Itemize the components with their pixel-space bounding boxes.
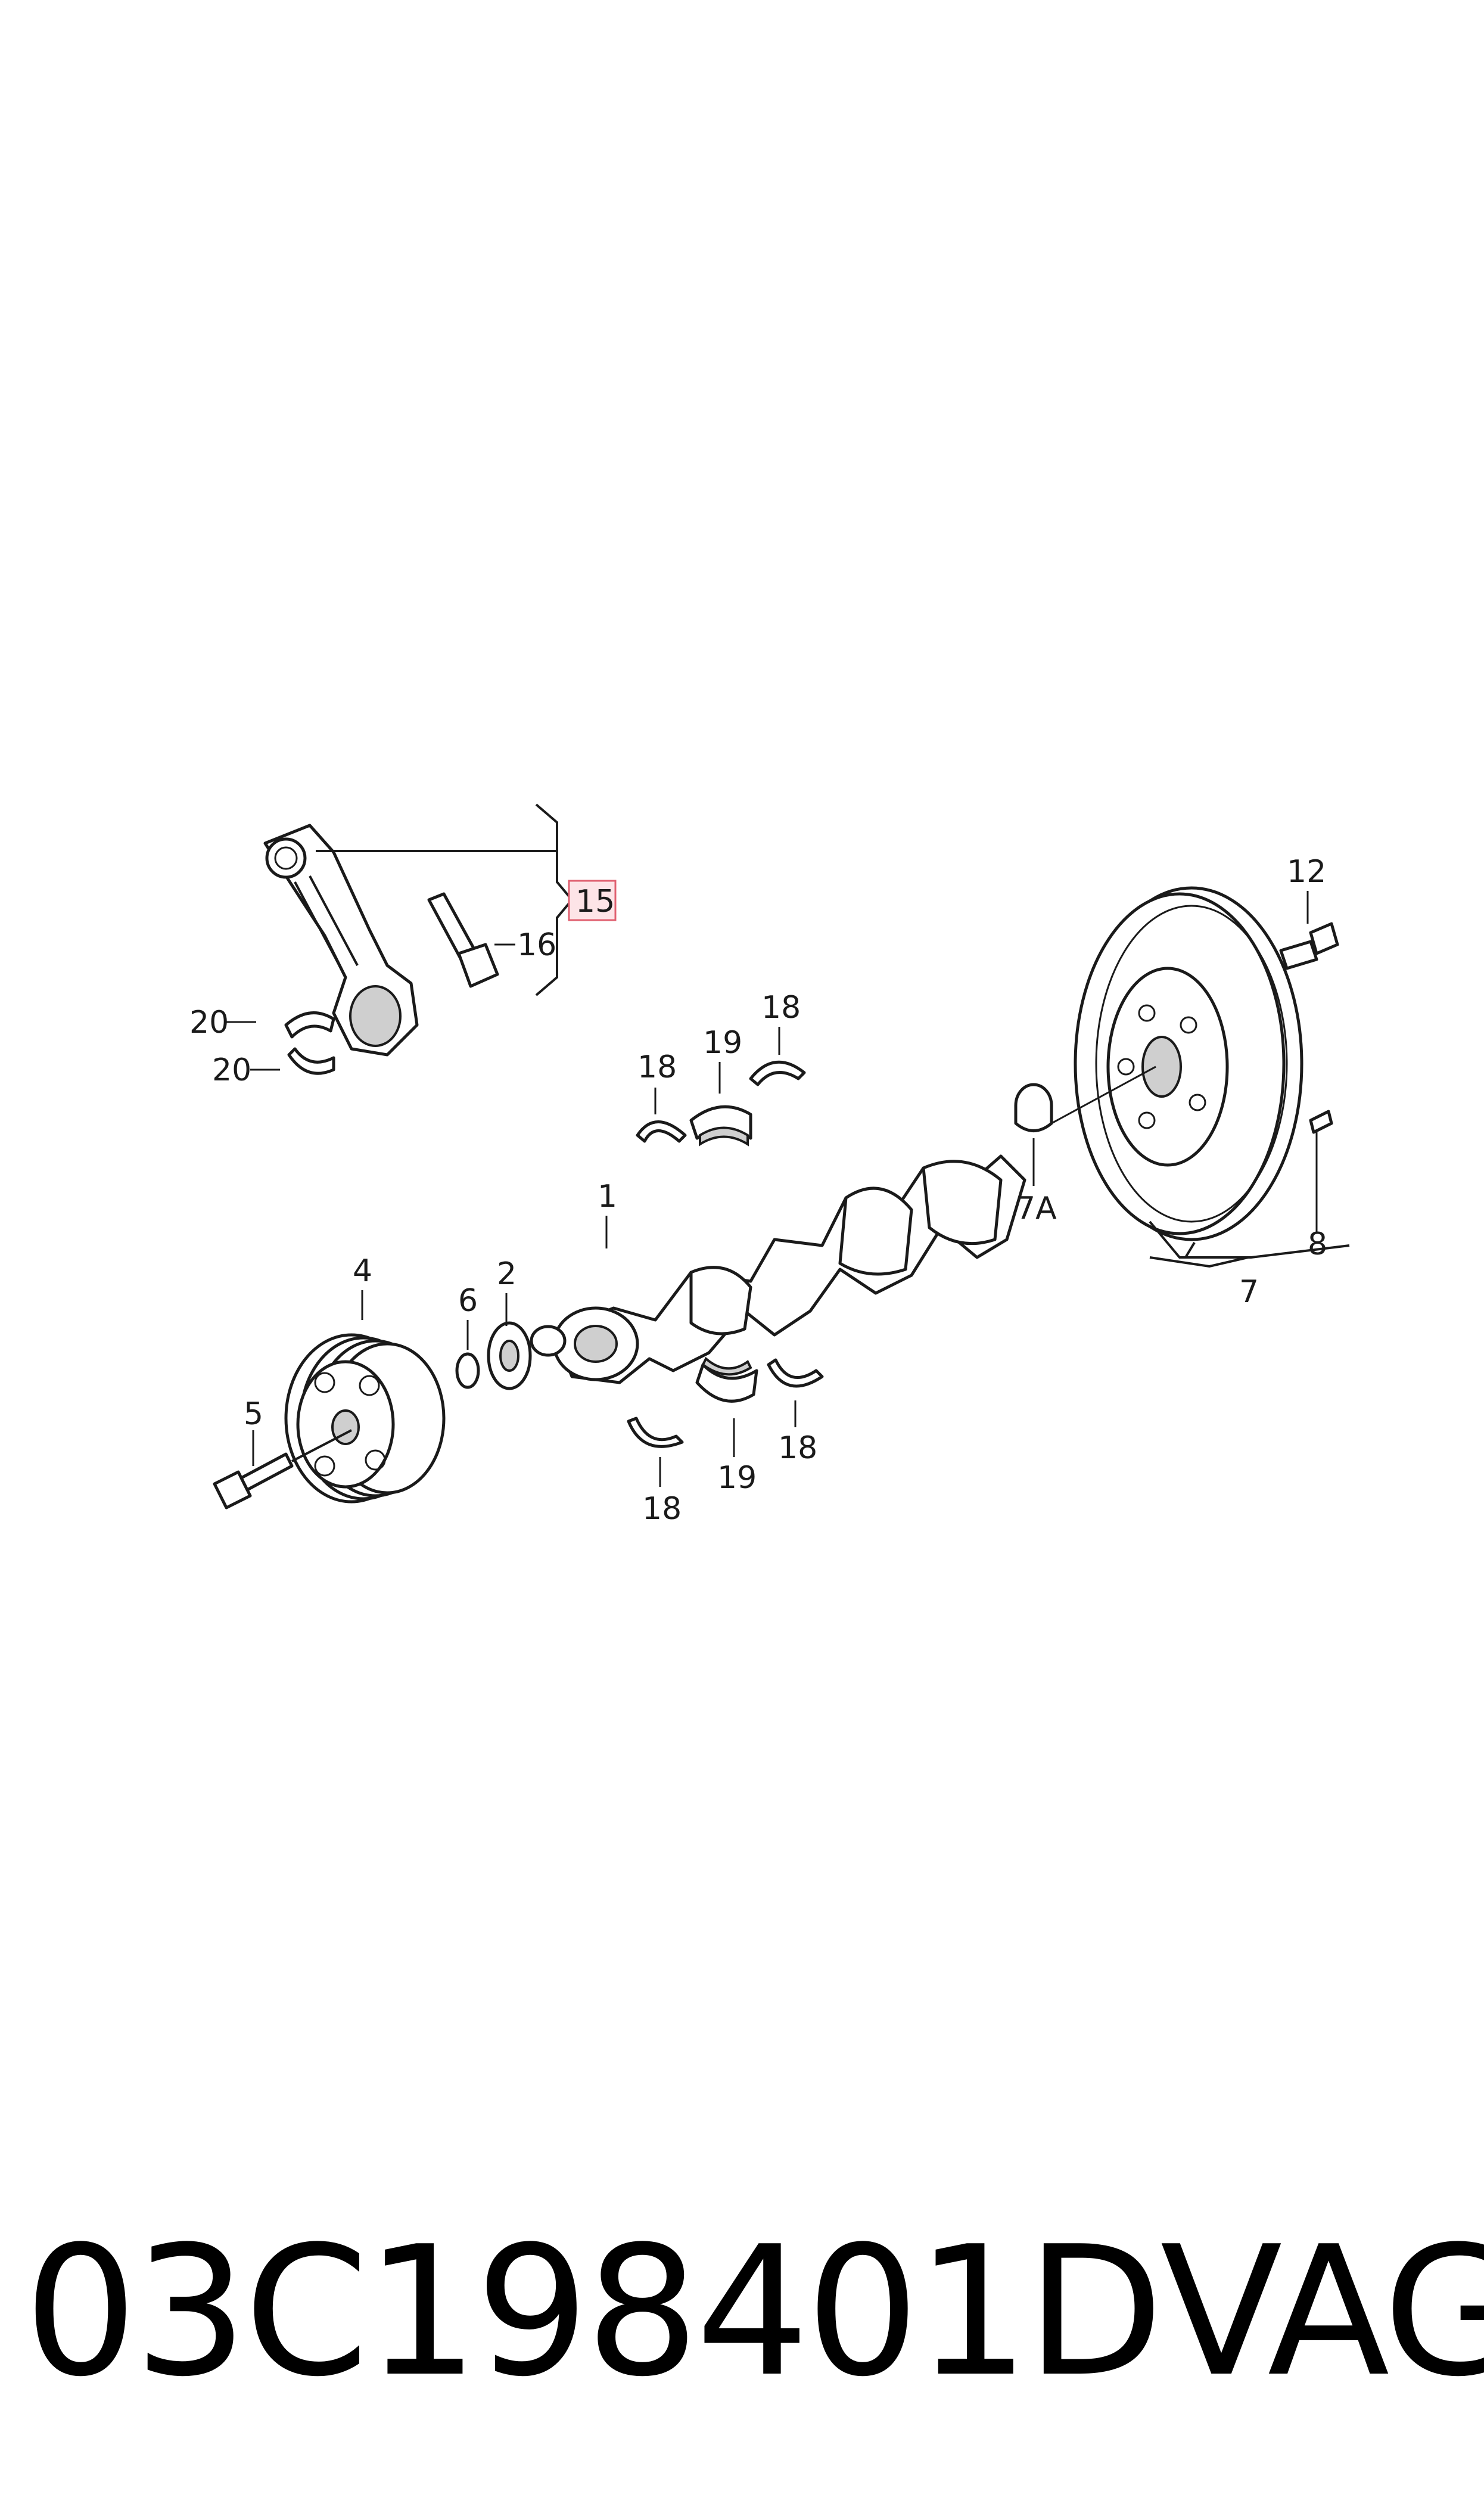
dowel-pin[interactable]	[1309, 1110, 1333, 1134]
callout-18b: 18	[761, 990, 801, 1026]
callout-7a: 7A	[1016, 1191, 1057, 1226]
flywheel-bracket	[1149, 1220, 1350, 1268]
callout-2: 2	[497, 1256, 517, 1292]
flywheel[interactable]	[1074, 886, 1303, 1241]
crankshaft-gear[interactable]	[487, 1321, 532, 1390]
callout-18a: 18	[637, 1049, 677, 1085]
callout-19a: 19	[703, 1025, 742, 1061]
callout-20b: 20	[212, 1052, 251, 1088]
brand-name: VAG	[1160, 2208, 1484, 2416]
rod-bearing-shell-lower[interactable]	[287, 1047, 335, 1075]
main-bearing-shell-upper[interactable]	[689, 1105, 752, 1147]
rod-bearing-shell-upper[interactable]	[284, 1011, 335, 1039]
thrust-washer-upper-right[interactable]	[749, 1060, 806, 1086]
callout-7: 7	[1239, 1274, 1259, 1310]
main-bearing-shell-lower[interactable]	[695, 1356, 758, 1403]
vibration-damper-pulley[interactable]	[284, 1333, 446, 1504]
callout-8: 8	[1308, 1226, 1327, 1262]
callout-1: 1	[598, 1179, 617, 1215]
pulley-bolt[interactable]	[213, 1452, 294, 1509]
callout-16: 16	[517, 927, 556, 963]
part-number: 03C198401D	[24, 2208, 1163, 2416]
thrust-washer-lower-left[interactable]	[627, 1417, 684, 1448]
flywheel-bolt[interactable]	[1279, 922, 1339, 970]
callout-15: 15	[575, 884, 615, 920]
callout-18d: 18	[642, 1491, 682, 1527]
callout-6: 6	[458, 1283, 478, 1319]
callout-5: 5	[244, 1396, 263, 1432]
rod-bolt[interactable]	[427, 892, 499, 988]
thrust-washer-upper-left[interactable]	[636, 1120, 687, 1143]
crankshaft[interactable]	[530, 1154, 1026, 1384]
callout-18c: 18	[778, 1430, 817, 1466]
washer[interactable]	[455, 1352, 480, 1389]
thrust-washer-lower-right[interactable]	[767, 1358, 824, 1388]
callout-12: 12	[1287, 854, 1326, 890]
connecting-rod[interactable]	[263, 824, 419, 1057]
pilot-bush[interactable]	[1014, 1083, 1053, 1132]
callout-4: 4	[353, 1253, 372, 1289]
callout-20a: 20	[189, 1005, 229, 1040]
callout-19b: 19	[717, 1460, 757, 1496]
footer: 03C198401D VAG	[24, 2205, 1484, 2419]
callout-15-highlight[interactable]	[568, 880, 617, 921]
